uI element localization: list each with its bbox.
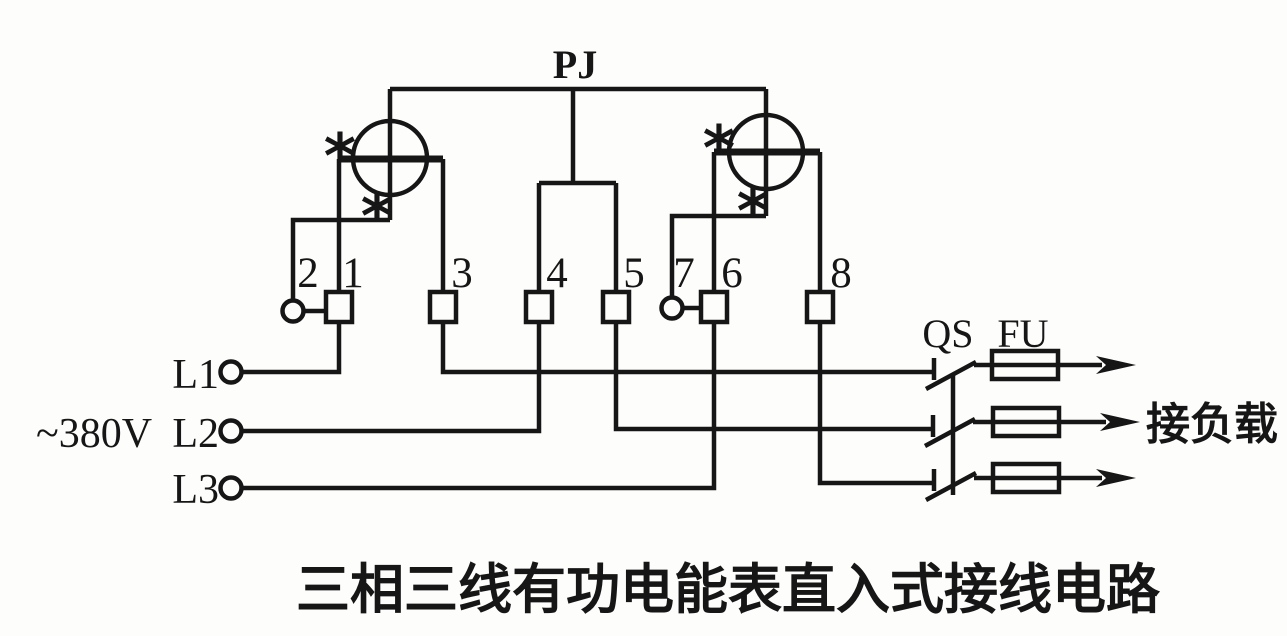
fuse-3: [990, 461, 1062, 495]
polarity-mark-icon: *: [737, 175, 769, 248]
phase-label-l1: L1: [172, 352, 219, 398]
terminal-1-box: [323, 289, 355, 325]
load-arrows: 接负载: [1096, 356, 1278, 487]
wires: [242, 86, 1106, 491]
phase-label-l2: L2: [172, 411, 219, 457]
polarity-mark-icon: *: [324, 120, 356, 193]
terminal-strip: 2 1 3 4 5 7 6 8: [280, 250, 852, 325]
phase-label-l3: L3: [172, 467, 219, 513]
terminal-label-5: 5: [623, 250, 645, 297]
terminal-label-8: 8: [830, 250, 852, 297]
polarity-mark-icon: *: [361, 180, 393, 253]
knife-switch-qs: QS: [922, 311, 978, 502]
arrow-right-icon: [1096, 469, 1136, 487]
l1-feed-wire: [242, 322, 342, 375]
meter-element-right: * *: [703, 112, 820, 248]
terminal-label-4: 4: [546, 250, 568, 297]
terminal-5-box: [600, 289, 632, 325]
l3-feed-wire: [242, 322, 717, 491]
l1-source-node: [218, 359, 244, 385]
terminal-label-7: 7: [673, 250, 695, 297]
terminal-8-box: [804, 289, 836, 325]
l3-source-node: [218, 475, 244, 501]
arrow-right-icon: [1096, 356, 1136, 374]
terminal3-out-wire: [440, 322, 934, 375]
terminal-6-box: [698, 289, 730, 325]
switch-blade-2: [923, 417, 977, 448]
terminal-4-box: [523, 289, 555, 325]
polarity-mark-icon: *: [703, 112, 735, 185]
fuse-1: [989, 348, 1061, 382]
terminal-7-node: [659, 295, 685, 321]
meter-designation-label: PJ: [553, 42, 597, 87]
supply-source: L1 L2 L3 ~380V: [36, 352, 244, 513]
terminal5-out-wire: [613, 322, 933, 432]
l2-feed-wire: [242, 322, 542, 434]
fuse-label: FU: [997, 311, 1048, 356]
fuses-fu: FU: [989, 311, 1062, 495]
terminal-label-3: 3: [451, 250, 473, 297]
l2-source-node: [218, 418, 244, 444]
meter-element-left: * *: [324, 118, 443, 253]
fuse-2: [990, 405, 1062, 439]
right-voltage-jog-wire: [669, 213, 766, 298]
terminal-2-node: [280, 298, 306, 324]
terminal-label-6: 6: [721, 250, 743, 297]
terminal-label-2: 2: [297, 250, 319, 297]
left-voltage-jog-wire: [290, 217, 390, 301]
switch-label: QS: [922, 311, 973, 356]
terminal-3-box: [427, 289, 459, 325]
source-voltage-label: ~380V: [36, 411, 152, 457]
diagram-title: 三相三线有功电能表直入式接线电路: [296, 560, 1161, 620]
terminal8-out-wire: [817, 322, 934, 486]
terminal-label-1: 1: [342, 250, 364, 297]
arrow-right-icon: [1100, 413, 1140, 431]
load-label: 接负载: [1146, 400, 1278, 449]
